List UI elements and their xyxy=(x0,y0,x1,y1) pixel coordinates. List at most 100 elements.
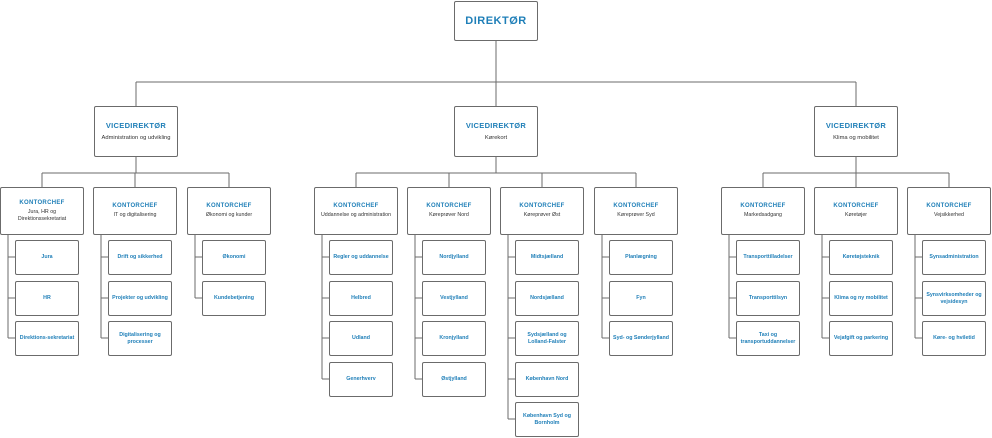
kontorchef-koreprover-syd: KONTORCHEF Køreprøver Syd xyxy=(594,187,678,235)
kontorchef-title: KONTORCHEF xyxy=(426,203,472,210)
unit-jura: Jura xyxy=(15,240,79,275)
unit-syd-sonderjylland: Syd- og Sønderjylland xyxy=(609,321,673,356)
kontorchef-subtitle: Økonomi og kunder xyxy=(205,212,253,219)
unit-kronjylland: Kronjylland xyxy=(422,321,486,356)
vice-director-subtitle: Klima og mobilitet xyxy=(833,135,879,141)
unit-direktionssekretariat: Direktions-sekretariat xyxy=(15,321,79,356)
vice-director-korekort: VICEDIREKTØR Kørekort xyxy=(454,106,538,157)
unit-label: Kundebetjening xyxy=(213,295,255,302)
unit-nordjylland: Nordjylland xyxy=(422,240,486,275)
unit-taxi-transportuddannelser: Taxi og transportuddannelser xyxy=(736,321,800,356)
kontorchef-title: KONTORCHEF xyxy=(613,203,659,210)
vice-director-title: VICEDIREKTØR xyxy=(105,121,167,130)
vice-director-subtitle: Kørekort xyxy=(484,135,508,141)
kontorchef-uddannelse: KONTORCHEF Uddannelse og administration xyxy=(314,187,398,235)
unit-label: Kronjylland xyxy=(439,335,469,342)
director-box: DIREKTØR xyxy=(454,1,538,41)
kontorchef-subtitle: Jura, HR og Direktionssekretariat xyxy=(17,209,67,222)
unit-kundebetjening: Kundebetjening xyxy=(202,281,266,316)
unit-label: Nordsjælland xyxy=(530,295,564,302)
unit-label: Generhverv xyxy=(346,376,376,383)
kontorchef-jura-hr: KONTORCHEF Jura, HR og Direktionssekreta… xyxy=(0,187,84,235)
unit-label: Synsadministration xyxy=(929,254,979,261)
unit-label: Fyn xyxy=(636,295,646,302)
unit-kobenhavn-syd-bornholm: København Syd og Bornholm xyxy=(515,402,579,437)
unit-label: Nordjylland xyxy=(439,254,469,261)
kontorchef-subtitle: Markedsadgang xyxy=(744,212,782,219)
unit-label: Drift og sikkerhed xyxy=(117,254,163,261)
unit-regler-uddannelse: Regler og uddannelse xyxy=(329,240,393,275)
unit-label: Udland xyxy=(352,335,370,342)
unit-digitalisering-processer: Digitalisering og processer xyxy=(108,321,172,356)
unit-nordsjaelland: Nordsjælland xyxy=(515,281,579,316)
unit-midtsjaelland: Midtsjælland xyxy=(515,240,579,275)
kontorchef-it: KONTORCHEF IT og digitalisering xyxy=(93,187,177,235)
unit-label: Vejafgift og parkering xyxy=(833,335,889,342)
unit-vestjylland: Vestjylland xyxy=(422,281,486,316)
unit-label: Taxi og transportuddannelser xyxy=(740,331,796,345)
unit-label: Køretøjsteknik xyxy=(842,254,880,261)
director-title: DIREKTØR xyxy=(465,15,527,27)
unit-label: Økonomi xyxy=(222,254,246,261)
unit-label: Vestjylland xyxy=(440,295,468,302)
kontorchef-koretojer: KONTORCHEF Køretøjer xyxy=(814,187,898,235)
vice-director-administration: VICEDIREKTØR Administration og udvikling xyxy=(94,106,178,157)
unit-klima-ny-mobilitet: Klima og ny mobilitet xyxy=(829,281,893,316)
unit-label: Direktions-sekretariat xyxy=(19,335,75,342)
unit-fyn: Fyn xyxy=(609,281,673,316)
unit-synsvirksomheder-vejsidesyn: Synsvirksomheder og vejsidesyn xyxy=(922,281,986,316)
kontorchef-title: KONTORCHEF xyxy=(333,203,379,210)
kontorchef-okonomi: KONTORCHEF Økonomi og kunder xyxy=(187,187,271,235)
unit-transporttilladelser: Transporttilladelser xyxy=(736,240,800,275)
kontorchef-title: KONTORCHEF xyxy=(19,200,65,207)
kontorchef-koreprover-nord: KONTORCHEF Køreprøver Nord xyxy=(407,187,491,235)
kontorchef-subtitle: Vejsikkerhed xyxy=(933,212,965,219)
unit-udland: Udland xyxy=(329,321,393,356)
unit-kobenhavn-nord: København Nord xyxy=(515,362,579,397)
unit-koretojsteknik: Køretøjsteknik xyxy=(829,240,893,275)
unit-drift-sikkerhed: Drift og sikkerhed xyxy=(108,240,172,275)
unit-label: Transporttilladelser xyxy=(743,254,793,261)
unit-label: Regler og uddannelse xyxy=(333,254,389,261)
unit-label: København Syd og Bornholm xyxy=(523,412,571,426)
vice-director-klima: VICEDIREKTØR Klima og mobilitet xyxy=(814,106,898,157)
unit-label: Planlægning xyxy=(625,254,657,261)
unit-okonomi: Økonomi xyxy=(202,240,266,275)
vice-director-subtitle: Administration og udvikling xyxy=(101,135,171,141)
kontorchef-subtitle: Køretøjer xyxy=(844,212,868,219)
kontorchef-subtitle: Køreprøver Øst xyxy=(523,212,561,219)
unit-label: Østjylland xyxy=(441,376,467,383)
unit-label: Sydsjælland og Lolland-Falster xyxy=(527,331,567,345)
unit-label: Jura xyxy=(41,254,53,261)
kontorchef-title: KONTORCHEF xyxy=(112,203,158,210)
kontorchef-subtitle: Køreprøver Syd xyxy=(617,212,655,219)
kontorchef-koreprover-ost: KONTORCHEF Køreprøver Øst xyxy=(500,187,584,235)
unit-synsadministration: Synsadministration xyxy=(922,240,986,275)
unit-label: Helbred xyxy=(351,295,371,302)
kontorchef-vejsikkerhed: KONTORCHEF Vejsikkerhed xyxy=(907,187,991,235)
kontorchef-title: KONTORCHEF xyxy=(740,203,786,210)
unit-hr: HR xyxy=(15,281,79,316)
vice-director-title: VICEDIREKTØR xyxy=(465,121,527,130)
kontorchef-subtitle: Uddannelse og administration xyxy=(320,212,392,219)
unit-generhverv: Generhverv xyxy=(329,362,393,397)
kontorchef-title: KONTORCHEF xyxy=(926,203,972,210)
unit-helbred: Helbred xyxy=(329,281,393,316)
unit-label: Projekter og udvikling xyxy=(112,295,168,302)
kontorchef-subtitle: Køreprøver Nord xyxy=(429,212,469,219)
kontorchef-title: KONTORCHEF xyxy=(206,203,252,210)
unit-label: Klima og ny mobilitet xyxy=(834,295,888,302)
unit-planlaegning: Planlægning xyxy=(609,240,673,275)
unit-label: Syd- og Sønderjylland xyxy=(613,335,669,342)
unit-label: Synsvirksomheder og vejsidesyn xyxy=(926,291,982,305)
unit-projekter-udvikling: Projekter og udvikling xyxy=(108,281,172,316)
kontorchef-markedsadgang: KONTORCHEF Markedsadgang xyxy=(721,187,805,235)
kontorchef-title: KONTORCHEF xyxy=(833,203,879,210)
unit-sydsjaelland-lolland-falster: Sydsjælland og Lolland-Falster xyxy=(515,321,579,356)
unit-label: København Nord xyxy=(525,376,569,383)
unit-kore-hviletid: Køre- og hviletid xyxy=(922,321,986,356)
kontorchef-title: KONTORCHEF xyxy=(519,203,565,210)
unit-transporttilsyn: Transporttilsyn xyxy=(736,281,800,316)
unit-label: Transporttilsyn xyxy=(748,295,788,302)
unit-label: Digitalisering og processer xyxy=(119,331,161,345)
